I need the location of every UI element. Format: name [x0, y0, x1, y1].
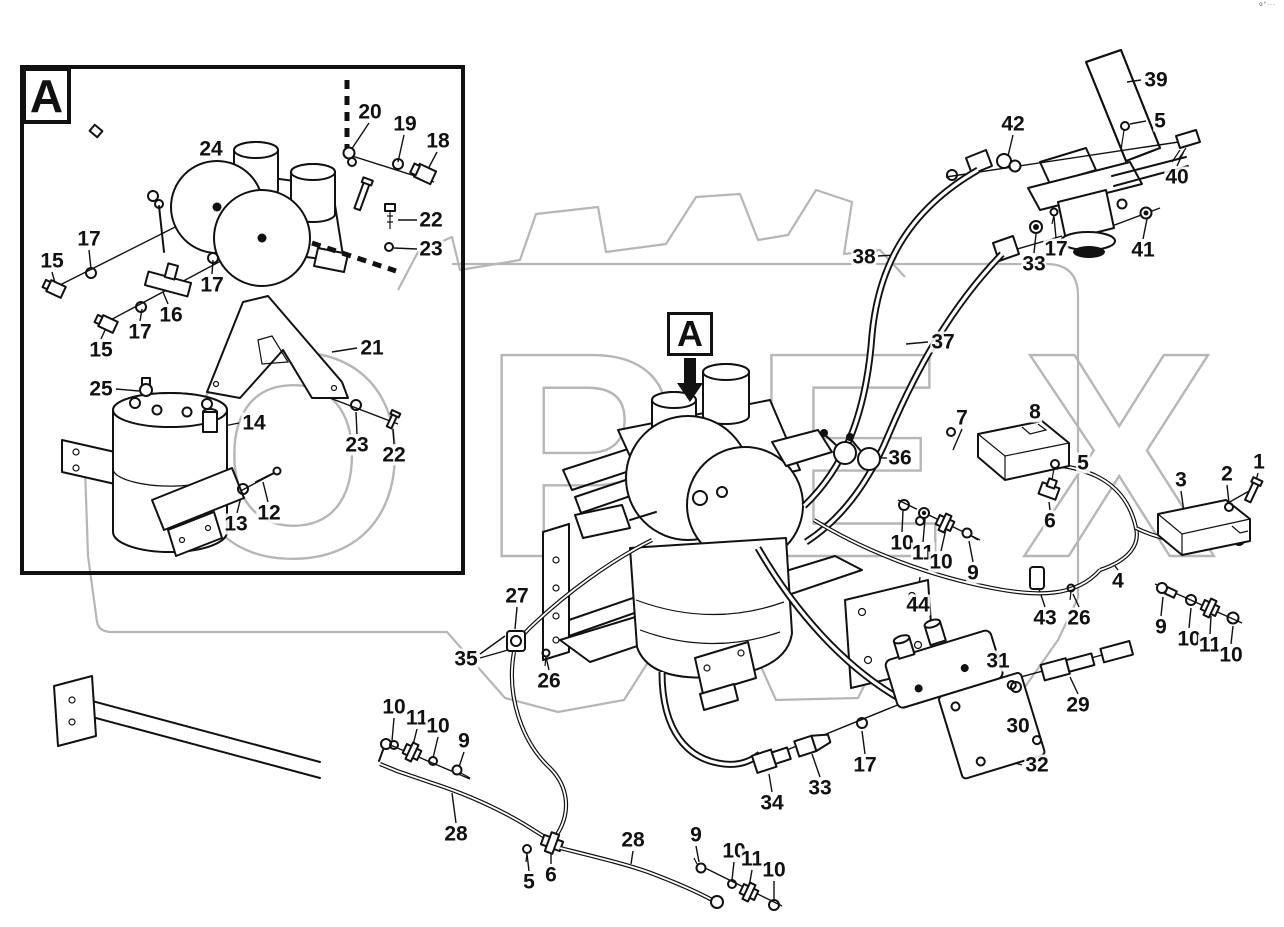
part-callout-36: 36	[887, 446, 913, 470]
main-assembly	[53, 358, 935, 779]
main-compressor	[574, 363, 833, 564]
part-callout-9: 9	[966, 561, 980, 585]
inset-detail-view	[20, 65, 465, 575]
part-callout-28: 28	[620, 828, 646, 852]
part-callout-25: 25	[88, 377, 114, 401]
part-callout-15: 15	[88, 338, 114, 362]
part-callout-35: 35	[453, 647, 479, 671]
part-callout-15: 15	[39, 249, 65, 273]
part-callout-34: 34	[759, 791, 785, 815]
part-callout-23: 23	[418, 237, 444, 261]
part-callout-26: 26	[1066, 606, 1092, 630]
part-callout-5: 5	[1076, 451, 1090, 475]
part-callout-6: 6	[544, 863, 558, 887]
right-side-parts	[898, 420, 1264, 625]
part-callout-31: 31	[985, 649, 1011, 673]
part-callout-10: 10	[425, 714, 451, 738]
part-callout-33: 33	[1021, 252, 1047, 276]
part-callout-8: 8	[1028, 400, 1042, 424]
part-callout-17: 17	[852, 753, 878, 777]
part-callout-44: 44	[905, 593, 931, 617]
part-callout-10: 10	[889, 531, 915, 555]
part-callout-14: 14	[241, 411, 267, 435]
part-callout-17: 17	[199, 273, 225, 297]
part-callout-13: 13	[223, 512, 249, 536]
part-callout-42: 42	[1000, 112, 1026, 136]
brake-valve-assembly	[750, 618, 1134, 780]
part-callout-10: 10	[928, 550, 954, 574]
part-callout-3: 3	[1174, 468, 1188, 492]
part-callout-11: 11	[1197, 633, 1223, 657]
part-callout-38: 38	[851, 245, 877, 269]
part-callout-2: 2	[1220, 462, 1234, 486]
part-callout-21: 21	[359, 336, 385, 360]
part-callout-22: 22	[381, 443, 407, 467]
part-callout-27: 27	[504, 584, 530, 608]
inset-view-marker: A	[22, 67, 71, 124]
part-callout-37: 37	[930, 330, 956, 354]
part-callout-19: 19	[392, 112, 418, 136]
part-callout-43: 43	[1032, 606, 1058, 630]
part-callout-26: 26	[536, 669, 562, 693]
part-callout-33: 33	[807, 776, 833, 800]
part-callout-24: 24	[198, 137, 224, 161]
corner-marks: o°···	[1259, 2, 1276, 8]
part-callout-10: 10	[761, 858, 787, 882]
part-callout-39: 39	[1143, 68, 1169, 92]
pedal-assembly	[946, 49, 1201, 258]
part-callout-28: 28	[443, 822, 469, 846]
part-callout-11: 11	[739, 847, 765, 871]
part-callout-23: 23	[344, 433, 370, 457]
part-callout-5: 5	[1153, 109, 1167, 133]
part-callout-20: 20	[357, 100, 383, 124]
part-callout-6: 6	[1043, 509, 1057, 533]
part-callout-11: 11	[404, 706, 430, 730]
main-view-marker: A	[667, 312, 713, 356]
part-callout-22: 22	[418, 208, 444, 232]
part-callout-17: 17	[1043, 237, 1069, 261]
part-callout-32: 32	[1024, 753, 1050, 777]
part-callout-41: 41	[1130, 238, 1156, 262]
part-callout-9: 9	[1154, 615, 1168, 639]
part-callout-9: 9	[689, 823, 703, 847]
part-callout-16: 16	[158, 303, 184, 327]
part-callout-5: 5	[522, 870, 536, 894]
inset-air-tank	[61, 377, 245, 557]
part-callout-10: 10	[381, 695, 407, 719]
part-callout-17: 17	[76, 227, 102, 251]
part-callout-29: 29	[1065, 693, 1091, 717]
part-callout-10: 10	[1218, 643, 1244, 667]
part-callout-1: 1	[1252, 450, 1266, 474]
part-callout-18: 18	[425, 129, 451, 153]
part-callout-4: 4	[1111, 569, 1125, 593]
part-callout-9: 9	[457, 729, 471, 753]
part-callout-40: 40	[1164, 165, 1190, 189]
part-callout-17: 17	[127, 320, 153, 344]
part-callout-30: 30	[1005, 714, 1031, 738]
part-callout-7: 7	[955, 406, 969, 430]
part-callout-10: 10	[1176, 627, 1202, 651]
part-callout-12: 12	[256, 501, 282, 525]
